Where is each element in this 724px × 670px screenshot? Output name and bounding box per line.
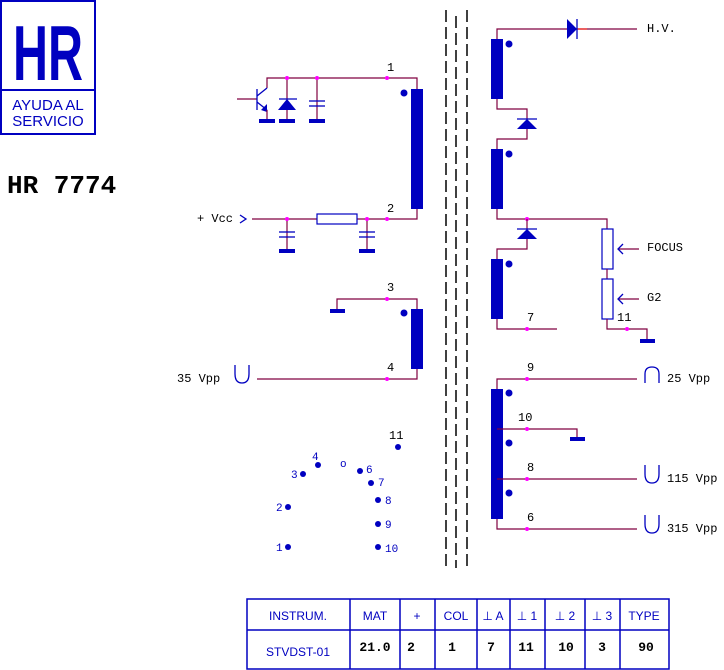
pulse-waveform-icon [234, 365, 250, 384]
pinout-label: 3 [291, 470, 298, 482]
pulse-waveform-icon [644, 515, 660, 534]
pinout-label: 4 [312, 452, 319, 464]
logo-brand: HR [13, 9, 83, 97]
hv-label: H.V. [647, 22, 676, 36]
capacitor [359, 219, 375, 253]
pulse-waveform-icon [644, 465, 660, 484]
primary-winding: + Vcc [197, 61, 423, 253]
table-header: MAT [363, 609, 388, 623]
g2-potentiometer [601, 278, 614, 320]
pinout-label: 2 [276, 503, 283, 515]
table-header: TYPE [628, 609, 659, 623]
transformer-core [445, 10, 468, 568]
diode [517, 119, 537, 129]
pinout-label: 9 [385, 520, 392, 532]
pulse-waveform-icon [644, 366, 660, 383]
model-title: HR 7774 [7, 171, 116, 201]
pinout-label: 10 [385, 544, 398, 556]
pinout-label: 6 [366, 465, 373, 477]
spec-table: INSTRUM. MAT + COL ⊥ A ⊥ 1 ⊥ 2 ⊥ 3 TYPE … [246, 598, 670, 670]
hv-diode [567, 19, 577, 39]
table-cell: 10 [558, 640, 574, 655]
diode [517, 229, 537, 239]
vcc-arrow-icon [239, 214, 248, 224]
pin-3-label: 3 [387, 281, 394, 295]
table-header: ⊥ 2 [555, 609, 576, 623]
g2-label: G2 [647, 291, 661, 305]
coil-primary [411, 89, 423, 209]
focus-potentiometer [601, 228, 614, 270]
table-header: COL [444, 609, 469, 623]
table-header: + [413, 609, 420, 623]
table-cell: 2 [407, 640, 415, 655]
table-cell: 1 [448, 640, 456, 655]
input-vpp-label: 35 Vpp [177, 372, 220, 386]
pinout-label: 8 [385, 496, 392, 508]
pinout-label: 7 [378, 478, 385, 490]
table-cell: 7 [487, 640, 495, 655]
logo-line1: AYUDA AL [12, 97, 83, 114]
damper-diode [278, 78, 297, 123]
capacitor [309, 78, 325, 123]
resistor [316, 213, 358, 225]
transistor [237, 87, 275, 123]
table-cell: 21.0 [359, 640, 390, 655]
pin-4-label: 4 [387, 361, 394, 375]
winding-3-4: 3 4 35 Vpp [177, 281, 423, 386]
pin-1-label: 1 [387, 61, 394, 75]
out-8-label: 115 Vpp [667, 472, 717, 486]
logo: HR AYUDA AL SERVICIO [0, 0, 96, 135]
pin-6-label: 6 [527, 511, 534, 525]
pin-2-label: 2 [387, 202, 394, 216]
vcc-label: + Vcc [197, 212, 233, 226]
pinout-label: o [340, 459, 347, 471]
ground-icon [330, 309, 345, 313]
table-header: ⊥ A [482, 609, 503, 623]
pin-9-label: 9 [527, 361, 534, 375]
capacitor [279, 219, 295, 253]
out-9-label: 25 Vpp [667, 372, 710, 386]
table-header: INSTRUM. [269, 609, 327, 623]
table-cell: 3 [598, 640, 606, 655]
polarity-dot [400, 89, 408, 97]
table-header: ⊥ 3 [592, 609, 613, 623]
lv-winding: 9 10 8 6 25 Vpp 115 Vpp 315 Vpp [491, 361, 717, 536]
logo-line2: SERVICIO [12, 113, 83, 130]
focus-label: FOCUS [647, 241, 683, 255]
hv-winding: H.V. 7 11 FOCUS G2 [491, 19, 683, 343]
table-header: ⊥ 1 [517, 609, 538, 623]
pin-11-label: 11 [617, 311, 631, 325]
pin-10-label: 10 [518, 411, 532, 425]
pin-8-label: 8 [527, 461, 534, 475]
pin-7-label: 7 [527, 311, 534, 325]
pinout-label: 11 [389, 429, 403, 443]
pinout-diagram: 1 2 3 4 o 6 7 8 9 10 11 [276, 429, 403, 556]
out-6-label: 315 Vpp [667, 522, 717, 536]
table-cell: 90 [638, 640, 654, 655]
table-cell: 11 [518, 640, 534, 655]
table-cell: STVDST-01 [266, 645, 330, 659]
pinout-label: 1 [276, 543, 283, 555]
